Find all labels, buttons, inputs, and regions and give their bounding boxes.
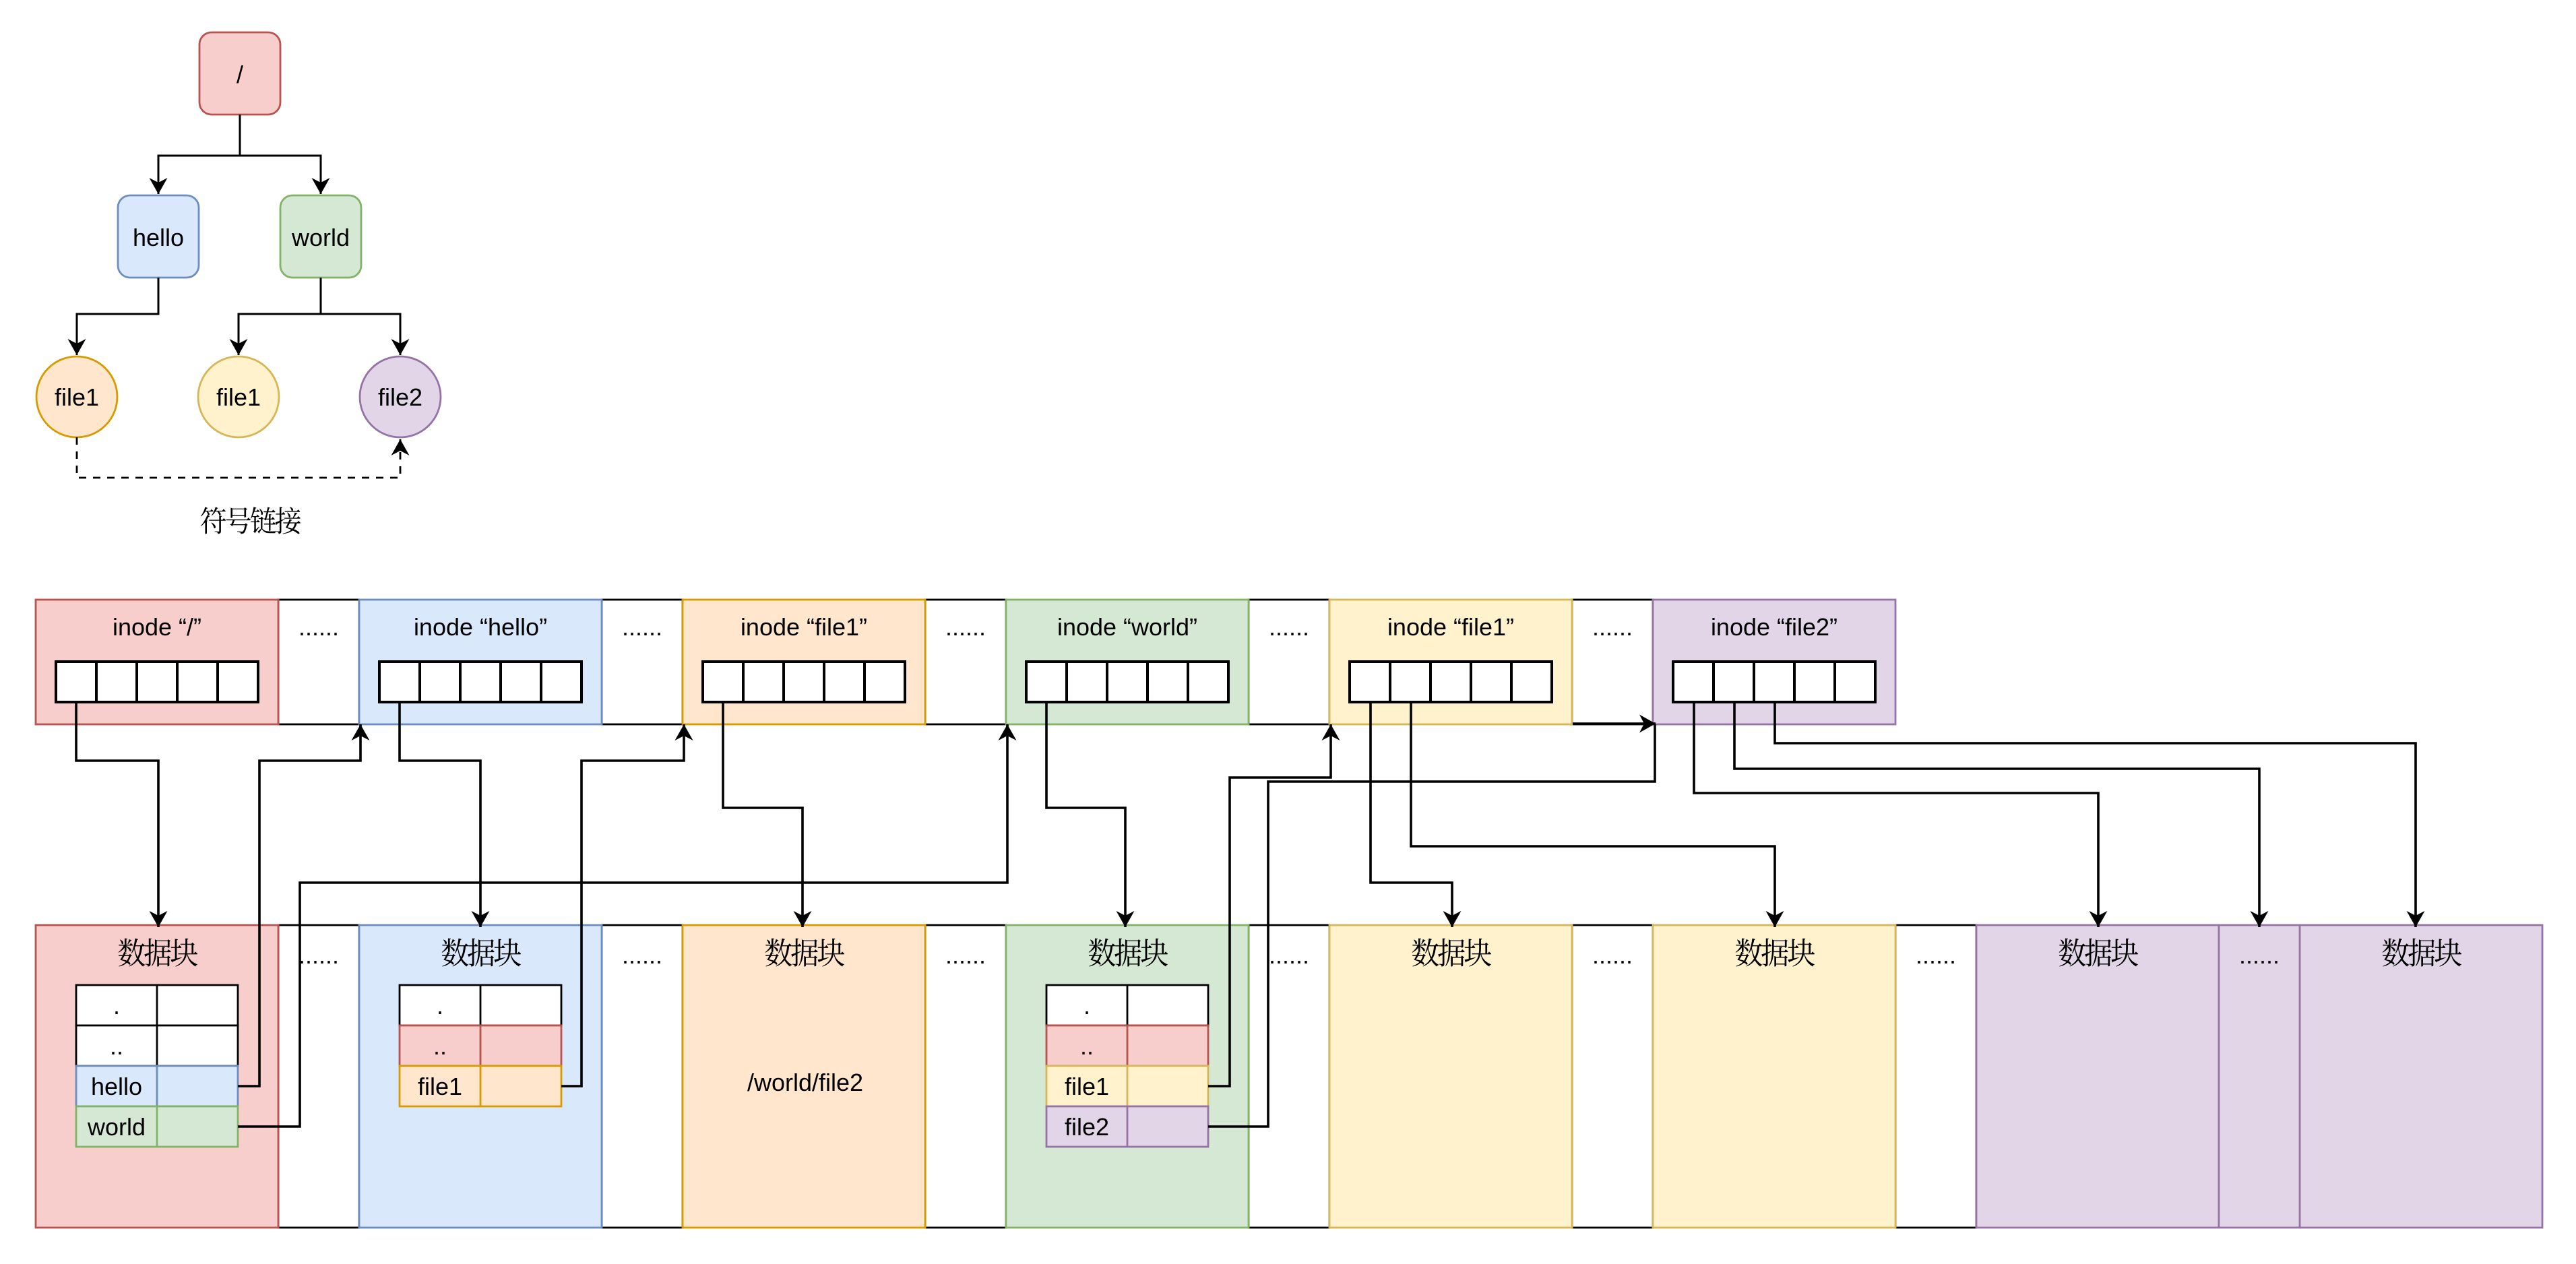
svg-text:......: ...... (299, 941, 339, 969)
svg-text:.: . (437, 992, 443, 1019)
svg-text:..: .. (433, 1032, 447, 1060)
svg-text:.: . (1083, 992, 1090, 1019)
svg-text:/world/file2: /world/file2 (747, 1069, 863, 1096)
svg-text:hello: hello (91, 1073, 142, 1100)
svg-text:file2: file2 (378, 383, 422, 411)
svg-text:file1: file1 (1065, 1073, 1109, 1100)
svg-text:.: . (113, 992, 120, 1019)
svg-text:..: .. (110, 1032, 123, 1060)
svg-text:......: ...... (2239, 941, 2280, 969)
svg-text:inode “hello”: inode “hello” (414, 613, 547, 641)
svg-text:inode “file2”: inode “file2” (1711, 613, 1837, 641)
svg-text:file1: file1 (216, 383, 261, 411)
svg-text:file1: file1 (418, 1073, 462, 1100)
svg-text:hello: hello (133, 224, 184, 251)
svg-text:/: / (237, 61, 243, 88)
svg-text:......: ...... (1916, 941, 1956, 969)
svg-text:world: world (291, 224, 350, 251)
svg-text:......: ...... (945, 941, 986, 969)
svg-text:......: ...... (1269, 613, 1309, 641)
svg-text:inode “file1”: inode “file1” (741, 613, 867, 641)
svg-text:inode “/”: inode “/” (113, 613, 201, 641)
svg-text:......: ...... (1592, 613, 1633, 641)
svg-text:......: ...... (299, 613, 339, 641)
svg-text:......: ...... (945, 613, 986, 641)
svg-text:world: world (87, 1113, 146, 1141)
svg-text:inode “file1”: inode “file1” (1387, 613, 1514, 641)
svg-text:inode “world”: inode “world” (1057, 613, 1197, 641)
svg-text:file1: file1 (55, 383, 99, 411)
svg-text:......: ...... (1269, 941, 1309, 969)
svg-text:......: ...... (1592, 941, 1633, 969)
svg-text:file2: file2 (1065, 1113, 1109, 1141)
svg-text:..: .. (1080, 1032, 1094, 1060)
svg-text:......: ...... (622, 613, 662, 641)
svg-text:......: ...... (622, 941, 662, 969)
